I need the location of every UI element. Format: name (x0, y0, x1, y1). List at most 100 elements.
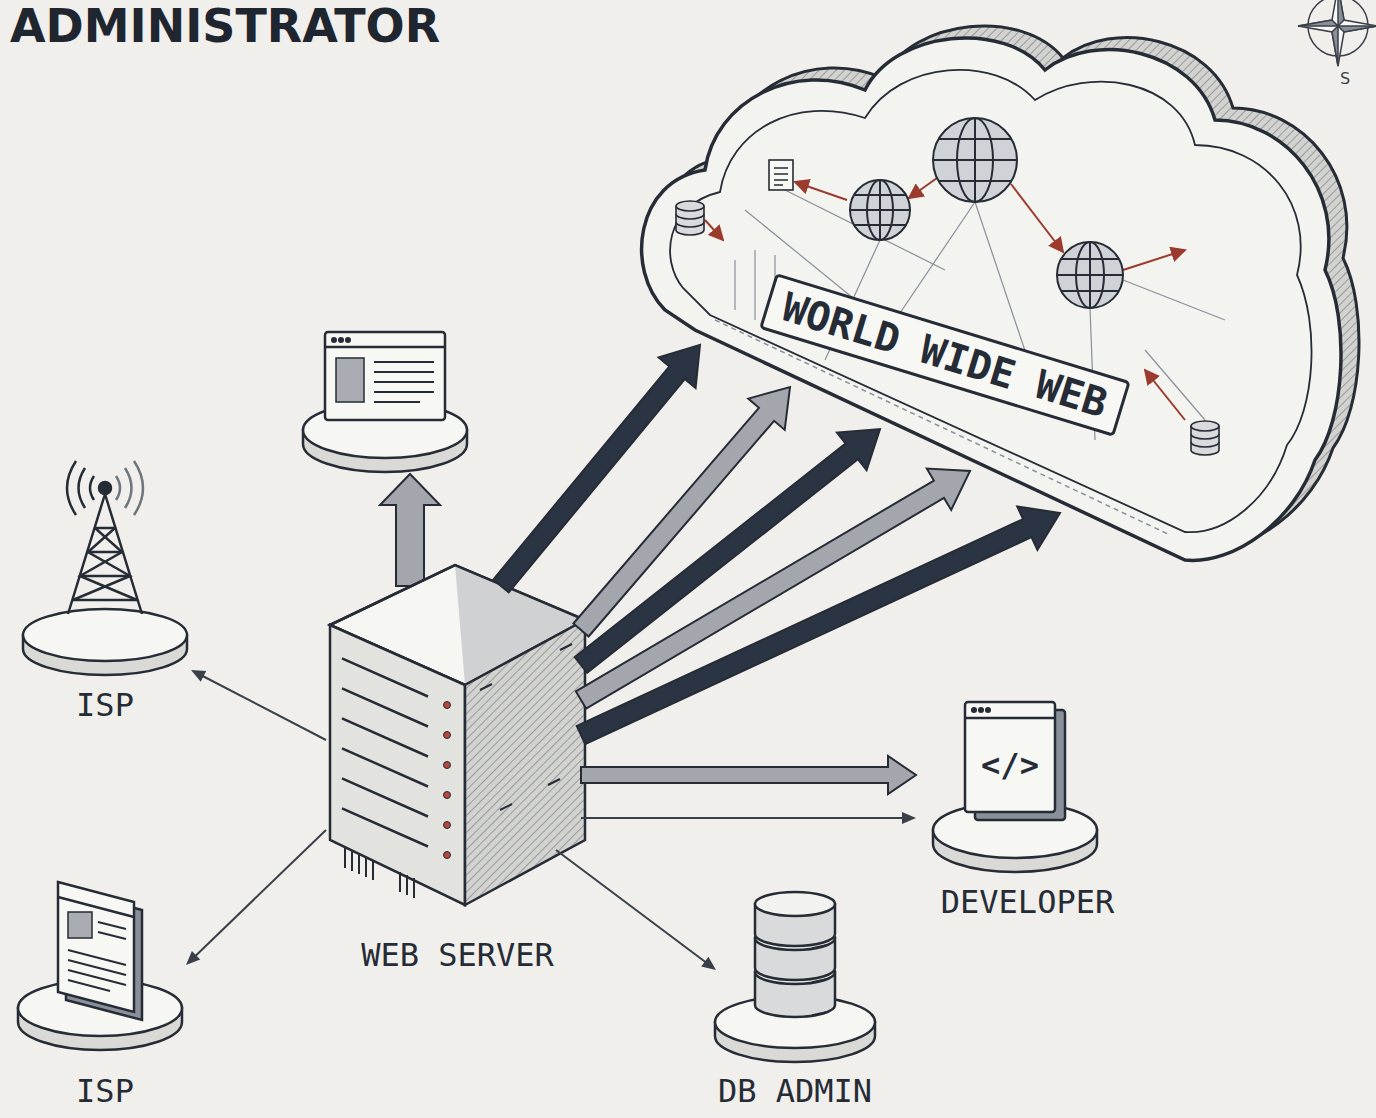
document-icon (769, 160, 793, 190)
globe-icon (933, 159, 1017, 161)
radio-tower-icon (68, 494, 142, 614)
db-admin-node: DB ADMIN (701, 860, 889, 1115)
node-label: DEVELOPER (916, 885, 1139, 920)
connector-line (195, 830, 326, 957)
cloud-illustration (705, 220, 723, 240)
browser-window-icon (346, 338, 350, 342)
connector-line (556, 850, 706, 963)
radio-tower-icon (67, 461, 94, 515)
server-slot (342, 808, 428, 846)
node-label: WEB SERVER (326, 938, 589, 973)
document-icon (774, 168, 788, 185)
globe-icon (854, 224, 906, 226)
radio-tower-icon (67, 461, 143, 614)
document-icon (769, 160, 793, 190)
server-icon (480, 644, 572, 810)
status-led (444, 852, 451, 859)
isp-node: ISP (11, 450, 199, 725)
cloud-illustration (909, 178, 937, 198)
code-window-icon (972, 708, 976, 712)
status-led (444, 702, 451, 709)
radio-tower-icon (73, 528, 137, 600)
radio-tower-icon (99, 482, 111, 494)
arrow-head (902, 812, 916, 824)
globe-icon (1057, 274, 1123, 276)
compass-letter: S (1340, 70, 1350, 88)
compass-rose (1298, 20, 1338, 26)
cloud-illustration (1145, 370, 1185, 420)
browser-window-icon (336, 358, 364, 402)
status-led (444, 762, 451, 769)
web-page-icon (58, 882, 142, 1020)
cloud-illustration (735, 190, 1225, 440)
server-icon (330, 625, 465, 905)
thick-connector-arrow (577, 506, 1060, 744)
cloud-illustration (1123, 280, 1225, 320)
server-slot (342, 688, 428, 726)
cloud-illustration (1011, 184, 1063, 252)
developer-node: DEVELOPER (916, 690, 1139, 930)
browser-window-icon (332, 338, 336, 342)
database-icon (676, 214, 704, 227)
status-led (444, 822, 451, 829)
globe-icon (854, 194, 906, 196)
compass-rose (1338, 26, 1376, 32)
server-slot (342, 718, 428, 756)
server-icon (330, 565, 585, 905)
globe-icon (1061, 290, 1119, 292)
server-slot (342, 658, 428, 696)
globe-icon (850, 209, 910, 211)
code-window-icon (965, 702, 1055, 812)
cloud-illustration (670, 70, 1311, 532)
globe-icon (1057, 242, 1123, 308)
database-icon (1191, 421, 1219, 431)
globe-icon (933, 118, 1017, 202)
database-stack-icon (812, 945, 826, 1015)
status-led (444, 732, 451, 739)
cloud-illustration (1123, 250, 1185, 270)
web-page-icon (58, 882, 134, 1012)
cloud-illustration (795, 182, 847, 200)
arrow-head (186, 951, 200, 965)
cloud-banner-text: WORLD WIDE WEB (759, 273, 1131, 437)
platform (23, 609, 187, 661)
database-icon (676, 201, 704, 235)
cloud-illustration (1145, 350, 1205, 420)
code-window-icon (986, 708, 990, 712)
connector-arrow (556, 850, 716, 970)
code-window-icon (979, 708, 983, 712)
globe-icon (1061, 258, 1119, 260)
connector-line (202, 676, 326, 741)
database-stack-icon (755, 892, 835, 916)
web-page-icon (68, 922, 126, 991)
node-label: DB ADMIN (701, 1074, 889, 1109)
node-label: ISP (11, 1074, 199, 1109)
compass-rose (1298, 0, 1376, 66)
arrow-head (191, 670, 206, 682)
browser-window-icon (325, 332, 445, 420)
cloud-illustration (734, 260, 735, 310)
globe-icon (1057, 242, 1123, 308)
globe-icon (933, 118, 1017, 202)
browser-window-icon (325, 346, 445, 349)
code-symbol: </> (981, 748, 1039, 783)
database-stack-icon (755, 892, 835, 1017)
database-icon (676, 201, 704, 211)
arrow-head (701, 957, 716, 970)
compass-rose (1338, 0, 1344, 26)
connector-arrow (581, 812, 916, 824)
globe-icon (939, 138, 1012, 140)
browser-arrow (380, 474, 440, 586)
thick-connector-arrow (581, 756, 916, 794)
cloud-node: WORLD WIDE WEB (625, 20, 1365, 580)
web-page-icon (68, 912, 92, 938)
diagram-title: ADMINISTRATOR (10, 0, 440, 53)
platform (23, 609, 187, 675)
connector-arrow (186, 830, 326, 965)
status-led (444, 792, 451, 799)
connector-arrow (191, 670, 326, 740)
database-icon (1191, 434, 1219, 447)
node-label: ISP (11, 688, 199, 723)
